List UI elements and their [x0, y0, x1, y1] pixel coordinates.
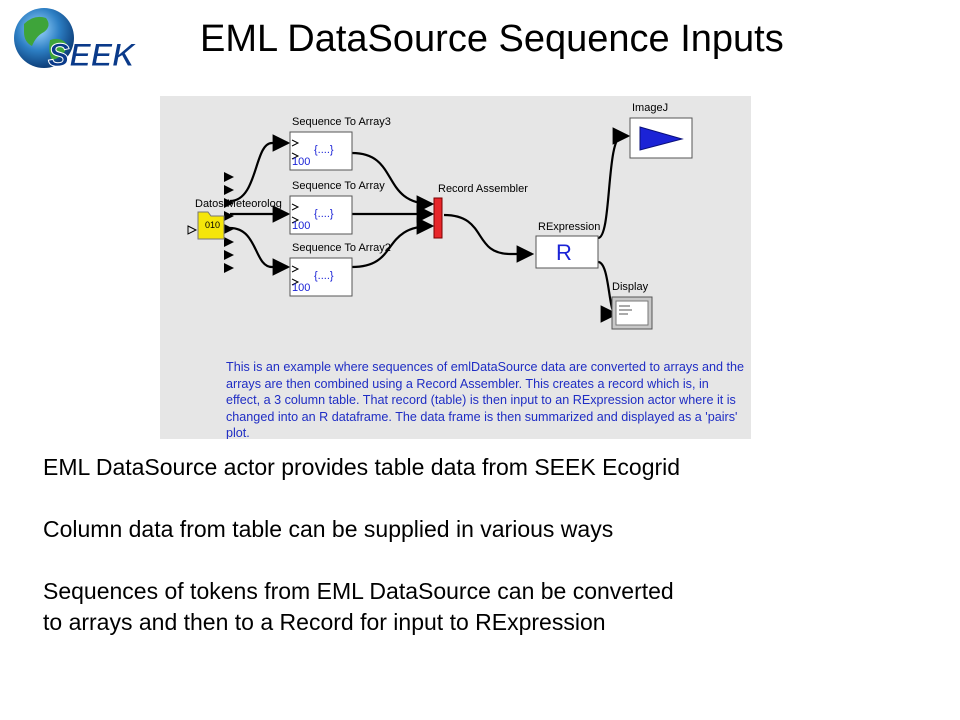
bullet-sequences-line1: Sequences of tokens from EML DataSource … — [43, 578, 674, 604]
record-assembler-actor[interactable] — [433, 197, 443, 239]
seek-logo: SEEK — [8, 6, 160, 76]
link-datos-seq2 — [229, 226, 291, 276]
label-datos: Datos Meteorolog — [195, 198, 282, 210]
label-seq-array3: Sequence To Array3 — [292, 116, 391, 128]
logo-text: SEEK — [48, 37, 138, 73]
monitor-icon — [619, 305, 632, 315]
count-2: 100 — [292, 220, 311, 232]
link-seq2-assembler — [351, 217, 435, 269]
label-seq-array: Sequence To Array — [292, 180, 385, 192]
rexpression-actor[interactable] — [535, 235, 599, 269]
bullet-column-data: Column data from table can be supplied i… — [43, 516, 614, 542]
array-glyph-3: {....} — [314, 270, 334, 282]
seq-array-actor[interactable] — [289, 195, 353, 235]
r-symbol: R — [556, 240, 572, 265]
array-glyph-1: {....} — [314, 144, 334, 156]
bullet-ecogrid: EML DataSource actor provides table data… — [43, 454, 681, 480]
link-seq3-assembler — [351, 151, 435, 213]
play-icon — [639, 126, 684, 151]
label-display: Display — [612, 281, 649, 293]
bullet-sequences-line2: to arrays and then to a Record for input… — [43, 609, 606, 635]
diagram-caption: This is an example where sequences of em… — [226, 360, 745, 439]
page-title: EML DataSource Sequence Inputs — [200, 18, 784, 60]
link-assembler-rexpr — [443, 213, 535, 263]
datos-input-port — [187, 225, 198, 235]
workflow-diagram: Sequence To Array3 Sequence To Array Seq… — [160, 96, 751, 439]
seq-array2-actor[interactable] — [289, 257, 353, 297]
array-glyph-2: {....} — [314, 208, 334, 220]
bullet-list: EML DataSource actor provides table data… — [43, 452, 943, 638]
display-actor[interactable] — [611, 296, 653, 330]
file-glyph: 010 — [205, 220, 221, 230]
link-rexpr-imagej — [597, 127, 631, 240]
datos-output-ports — [224, 172, 234, 273]
count-1: 100 — [292, 156, 311, 168]
label-seq-array2: Sequence To Array2 — [292, 242, 391, 254]
folder-icon — [197, 211, 225, 240]
imagej-actor[interactable] — [629, 117, 693, 159]
label-record-assembler: Record Assembler — [438, 183, 528, 195]
count-3: 100 — [292, 282, 311, 294]
label-rexpression: RExpression — [538, 221, 601, 233]
label-imagej: ImageJ — [632, 102, 669, 114]
seq-array3-actor[interactable] — [289, 131, 353, 171]
link-datos-seq3 — [229, 134, 291, 203]
